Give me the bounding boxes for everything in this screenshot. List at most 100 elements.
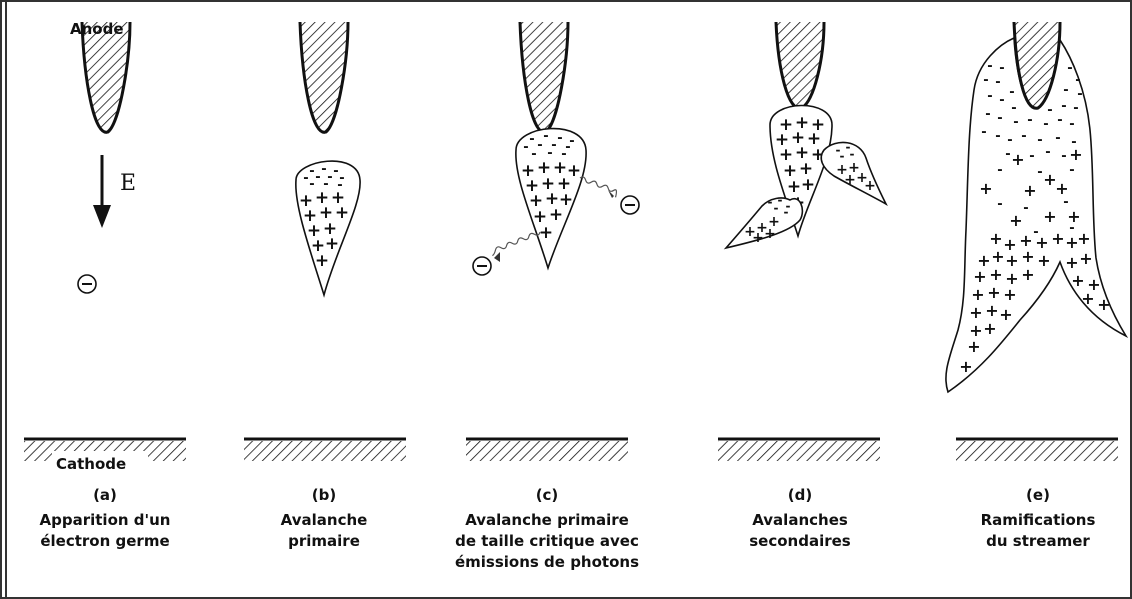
- svg-text:-: -: [1007, 133, 1012, 148]
- panel-letter: (d): [788, 486, 812, 504]
- svg-text:-: -: [1075, 73, 1080, 88]
- caption-line: Avalanche: [281, 511, 368, 529]
- svg-text:+: +: [971, 285, 984, 304]
- svg-text:-: -: [1013, 115, 1018, 130]
- photon-emission: [473, 230, 541, 275]
- svg-text:+: +: [973, 267, 986, 286]
- svg-text:+: +: [989, 229, 1002, 248]
- caption-line: de taille critique avec: [455, 532, 639, 550]
- critical-avalanche: ---- ---- --- ++++ +++ +++ ++ +: [516, 129, 586, 268]
- svg-text:-: -: [1063, 83, 1068, 98]
- svg-text:+: +: [1037, 251, 1050, 270]
- cathode-plate: [718, 439, 880, 461]
- svg-text:+: +: [1077, 229, 1090, 248]
- svg-text:+: +: [1003, 285, 1016, 304]
- svg-text:-: -: [997, 111, 1002, 126]
- svg-text:-: -: [784, 205, 789, 219]
- svg-text:-: -: [1037, 133, 1042, 148]
- caption-line: émissions de photons: [455, 553, 639, 571]
- caption-line: Apparition d'un: [40, 511, 171, 529]
- svg-text:+: +: [989, 265, 1002, 284]
- svg-text:+: +: [979, 179, 992, 198]
- svg-text:-: -: [768, 195, 773, 209]
- svg-text:-: -: [1077, 87, 1082, 102]
- svg-text:+: +: [1081, 289, 1094, 308]
- svg-text:+: +: [987, 283, 1000, 302]
- svg-text:-: -: [1069, 117, 1074, 132]
- anode-tip: [520, 22, 568, 132]
- seed-electron: [78, 275, 96, 293]
- svg-text:+: +: [985, 301, 998, 320]
- svg-text:+: +: [1005, 251, 1018, 270]
- svg-text:+: +: [1021, 265, 1034, 284]
- svg-text:-: -: [981, 125, 986, 140]
- caption-line: secondaires: [749, 532, 851, 550]
- cathode-plate: [466, 439, 628, 461]
- svg-text:-: -: [997, 163, 1002, 178]
- caption-line: Avalanche primaire: [465, 511, 629, 529]
- svg-text:+: +: [315, 251, 329, 271]
- svg-text:-: -: [1045, 145, 1050, 160]
- svg-text:-: -: [1061, 99, 1066, 114]
- svg-text:-: -: [840, 149, 845, 163]
- svg-text:+: +: [1021, 247, 1034, 266]
- caption-line: électron germe: [40, 532, 169, 550]
- svg-text:-: -: [303, 171, 308, 186]
- svg-text:+: +: [1067, 207, 1080, 226]
- anode-tip: [776, 22, 824, 108]
- cathode-plate: [956, 439, 1118, 461]
- svg-text:-: -: [315, 170, 320, 185]
- svg-text:+: +: [983, 319, 996, 338]
- svg-text:-: -: [985, 107, 990, 122]
- panel-c: ---- ---- --- ++++ +++ +++ ++ +: [455, 22, 639, 571]
- svg-text:+: +: [1023, 181, 1036, 200]
- svg-text:+: +: [549, 205, 563, 225]
- anode-label: Anode: [70, 20, 124, 38]
- anode-tip: [300, 22, 348, 132]
- svg-text:-: -: [997, 197, 1002, 212]
- panel-letter: (b): [312, 486, 336, 504]
- svg-text:-: -: [1011, 101, 1016, 116]
- svg-text:-: -: [1073, 101, 1078, 116]
- svg-text:-: -: [523, 140, 528, 155]
- svg-text:-: -: [1023, 201, 1028, 216]
- caption-line: primaire: [288, 532, 360, 550]
- svg-text:-: -: [1047, 103, 1052, 118]
- svg-text:+: +: [959, 357, 972, 376]
- panel-d: +++ +++ +++ ++ ++ + ---- +++++ -----: [718, 22, 886, 550]
- anode-tip: [82, 22, 130, 132]
- svg-text:+: +: [764, 226, 776, 242]
- svg-text:-: -: [983, 73, 988, 88]
- svg-text:-: -: [987, 89, 992, 104]
- panel-a: Anode E Cathode (a) Apparition d'un élec…: [24, 20, 186, 550]
- svg-text:-: -: [999, 61, 1004, 76]
- svg-text:-: -: [1005, 147, 1010, 162]
- svg-text:-: -: [333, 164, 338, 179]
- svg-text:+: +: [864, 178, 876, 194]
- field-label: E: [120, 171, 136, 196]
- svg-text:+: +: [1055, 179, 1068, 198]
- svg-text:+: +: [999, 305, 1012, 324]
- svg-text:+: +: [752, 230, 764, 246]
- svg-text:-: -: [987, 59, 992, 74]
- svg-text:-: -: [1061, 149, 1066, 164]
- secondary-avalanche: ---- +++++: [821, 140, 886, 204]
- svg-text:+: +: [991, 247, 1004, 266]
- primary-avalanche: --- ---- --- +++ +++ ++ ++ +: [296, 161, 360, 295]
- svg-text:-: -: [537, 138, 542, 153]
- svg-text:+: +: [844, 172, 856, 188]
- svg-text:+: +: [1079, 249, 1092, 268]
- svg-text:-: -: [774, 201, 779, 215]
- panel-e: ---- ----- ------ ------- ------- ---- -…: [946, 22, 1126, 550]
- svg-text:+: +: [967, 337, 980, 356]
- svg-text:-: -: [1009, 85, 1014, 100]
- cathode-plate: [244, 439, 406, 461]
- svg-text:+: +: [1069, 145, 1082, 164]
- svg-text:-: -: [1029, 149, 1034, 164]
- svg-text:+: +: [1097, 295, 1110, 314]
- field-arrow: [93, 155, 111, 228]
- svg-text:-: -: [999, 93, 1004, 108]
- svg-text:-: -: [543, 129, 548, 144]
